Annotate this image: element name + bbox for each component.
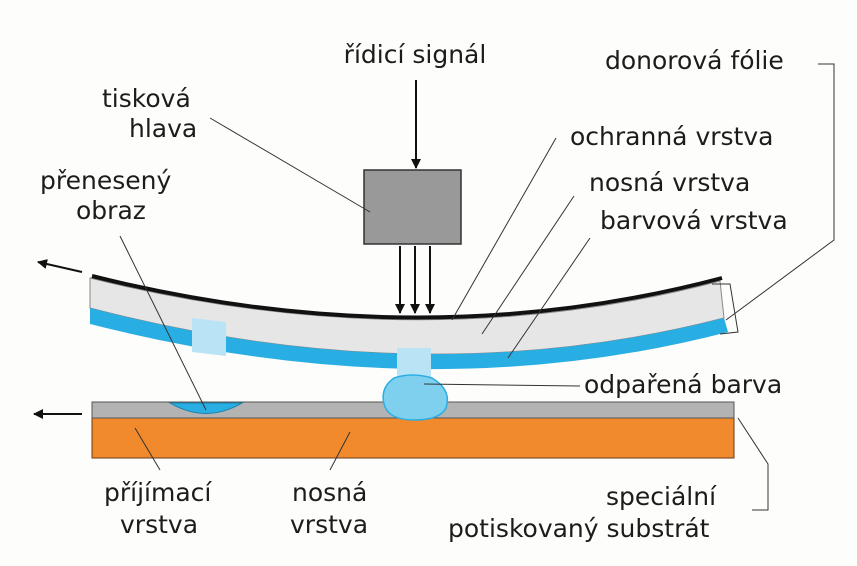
donor-foil-bracket xyxy=(712,283,739,335)
print-head xyxy=(363,169,462,245)
label-receiving-layer-line1: příjímací xyxy=(104,478,212,507)
label-substrate-line1: speciální xyxy=(606,482,717,511)
label-carrier-layer-bottom-line2: vrstva xyxy=(290,510,369,539)
protective-layer-line xyxy=(91,274,723,320)
donor-dye-gap xyxy=(192,318,226,356)
donor-dye-band xyxy=(90,308,728,370)
label-donor-foil: donorová fólie xyxy=(605,46,784,75)
transferred-dye-spot xyxy=(168,402,244,414)
label-receiving-layer-line2: vrstva xyxy=(120,510,199,539)
leader-carrier-top xyxy=(481,195,575,335)
evaporated-dye-drop xyxy=(382,374,449,421)
substrate-bracket xyxy=(737,417,769,511)
label-control-signal: řídicí signál xyxy=(343,40,487,69)
label-carrier-layer-bottom-line1: nosná xyxy=(292,478,368,507)
label-evaporated-dye: odpařená barva xyxy=(584,370,783,399)
substrate-carrier-layer xyxy=(91,417,735,459)
leader-dye-layer xyxy=(507,237,591,359)
leader-evaporated-dye xyxy=(423,383,581,387)
label-protective-layer: ochranná vrstva xyxy=(570,122,774,151)
leader-receiving-layer xyxy=(134,427,161,471)
leader-lines xyxy=(119,63,835,511)
label-print-head-line2: hlava xyxy=(129,114,198,143)
foil-motion-arrow xyxy=(37,259,83,273)
label-dye-layer: barvová vrstva xyxy=(600,206,788,235)
label-substrate-line2: potiskovaný substrát xyxy=(448,514,710,543)
leader-donor-foil xyxy=(725,63,835,321)
label-print-head-line1: tisková xyxy=(102,84,191,113)
label-transferred-image-line2: obraz xyxy=(76,196,146,225)
label-transferred-image-line1: přenesený xyxy=(40,166,172,195)
leader-carrier-bottom xyxy=(329,431,351,471)
label-carrier-layer-top: nosná vrstva xyxy=(589,168,751,197)
leader-protective-layer xyxy=(451,137,557,321)
leader-transferred-image xyxy=(119,235,207,411)
leader-print-head xyxy=(209,117,371,213)
